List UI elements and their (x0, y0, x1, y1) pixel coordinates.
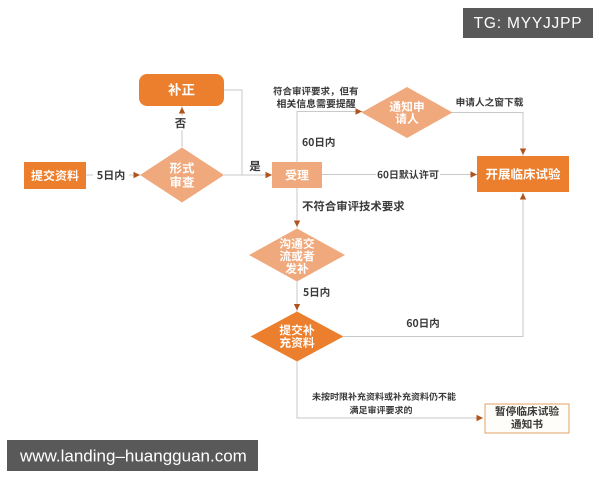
svg-text:TG: MYYJJPP: TG: MYYJJPP (474, 15, 583, 32)
svg-text:www.landing–huangguan.com: www.landing–huangguan.com (19, 447, 247, 466)
